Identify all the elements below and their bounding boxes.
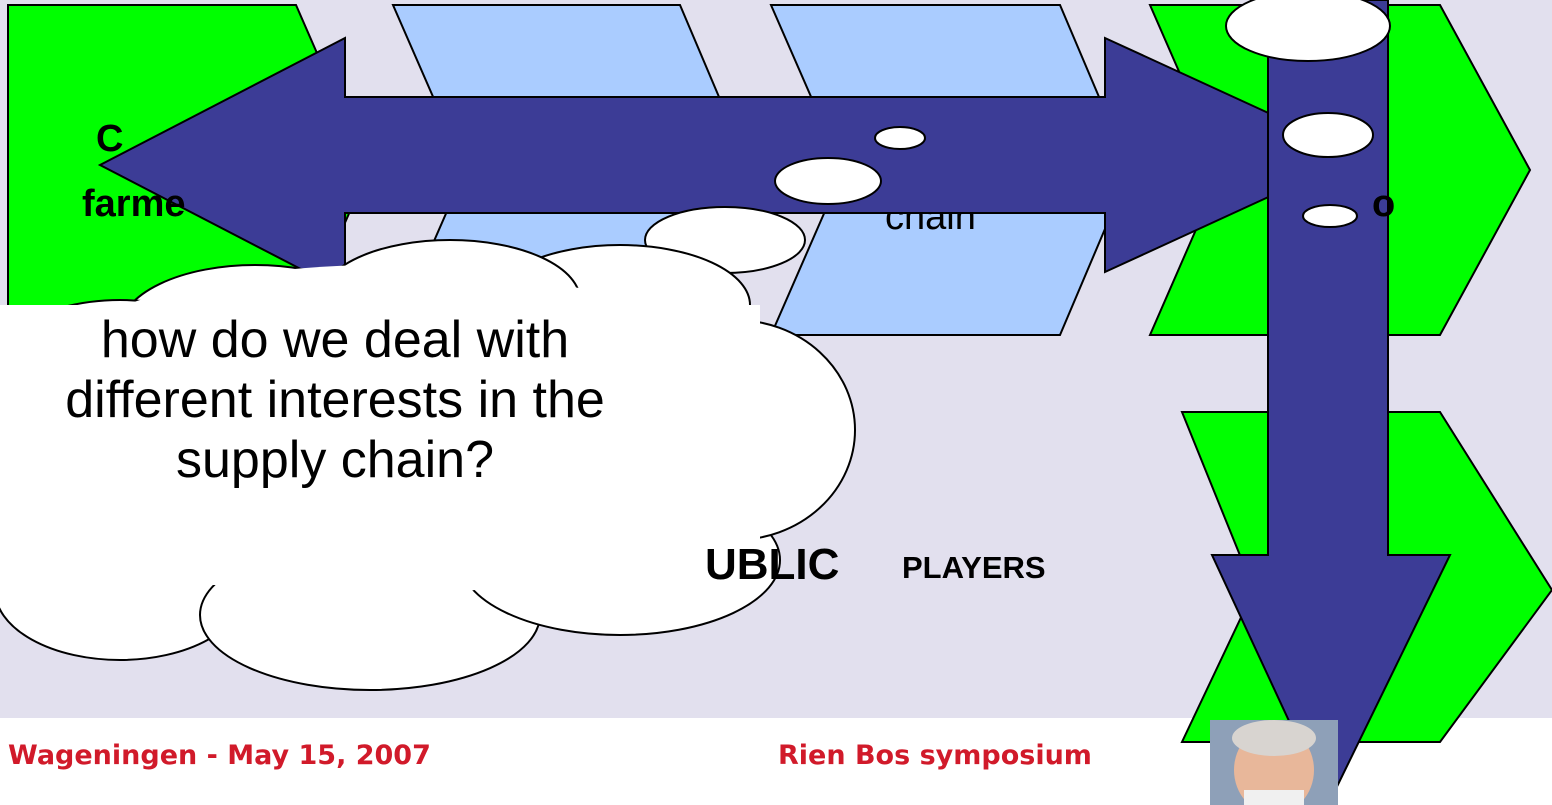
thought-dot-small <box>874 126 926 150</box>
footer-event-title: Rien Bos symposium <box>778 740 1092 771</box>
arrow-down-vertical <box>1210 0 1452 805</box>
thought-bubble-top-right <box>1225 0 1391 62</box>
public-players-public: UBLIC <box>705 540 840 589</box>
chevron-farmers-label: farme <box>82 183 186 225</box>
footer-location-date: Wageningen - May 15, 2007 <box>8 740 431 771</box>
thought-bubble-right-small <box>1302 204 1358 228</box>
thought-dot-medium <box>774 157 882 205</box>
chevron-chain-label: chain <box>885 196 976 238</box>
portrait-photo <box>1210 720 1338 805</box>
chevron-right-top-label: o <box>1372 183 1396 225</box>
public-players-players: PLAYERS <box>902 550 1046 585</box>
chevron-farmers-initial: C <box>96 118 124 160</box>
thought-cloud <box>0 239 856 691</box>
thought-bubble-right-mid <box>1282 112 1374 158</box>
thought-bubble-text: how do we deal with different interests … <box>65 311 605 489</box>
